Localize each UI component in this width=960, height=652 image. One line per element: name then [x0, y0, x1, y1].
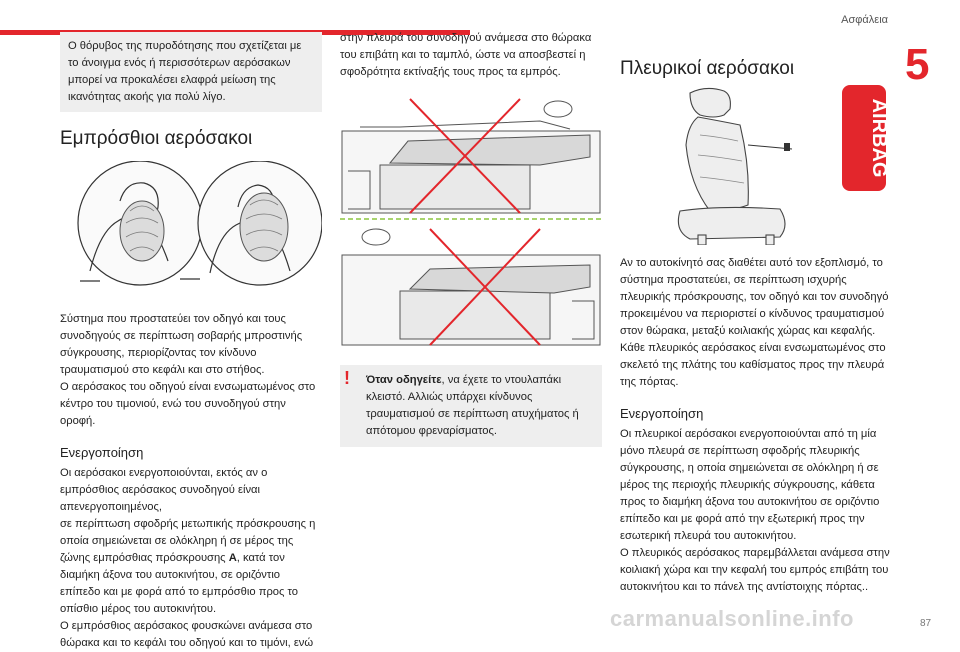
- activation-side-2: Ο πλευρικός αερόσακος παρεμβάλλεται ανάμ…: [620, 547, 890, 593]
- column-3: Πλευρικοί αερόσακοι AIRBAG Αν το αυτοκίν…: [620, 30, 890, 596]
- warning-text: Όταν οδηγείτε, να έχετε το ντουλαπάκι κλ…: [348, 372, 594, 440]
- seat-drawing: AIRBAG: [677, 85, 890, 246]
- zone-a-label: A: [228, 552, 237, 564]
- activation-front-3: Ο εμπρόσθιος αερόσακος φουσκώνει ανάμεσα…: [60, 620, 314, 649]
- dashboard-glovebox-drawing-2: [341, 228, 601, 346]
- activation-title-side: Ενεργοποίηση: [620, 406, 704, 421]
- airbag-label: AIRBAG: [868, 99, 890, 178]
- column-1: Ο θόρυβος της πυροδότησης που σχετίζεται…: [60, 30, 323, 652]
- col2-text-top: στην πλευρά του συνοδηγού ανάμεσα στο θώ…: [340, 32, 592, 78]
- warning-icon: !: [344, 368, 350, 388]
- front-airbag-illustration: [60, 160, 323, 297]
- front-airbags-title: Εμπρόσθιοι αερόσακοι: [60, 128, 253, 149]
- warning-strong: Όταν οδηγείτε: [366, 374, 442, 386]
- info-text: Ο θόρυβος της πυροδότησης που σχετίζεται…: [68, 40, 302, 103]
- side-airbags-title: Πλευρικοί αερόσακοι: [620, 58, 795, 79]
- activation-side-1: Οι πλευρικοί αερόσακοι ενεργοποιούνται α…: [620, 428, 880, 542]
- activation-front-2: σε περίπτωση σφοδρής μετωπικής πρόσκρουσ…: [60, 516, 322, 618]
- dashboard-glovebox-drawing-1: [340, 98, 602, 220]
- glovebox-open-illustration-1: [340, 91, 602, 221]
- chapter-number: 5: [905, 40, 930, 89]
- front-airbag-drawing: [77, 160, 323, 286]
- warning-box: ! Όταν οδηγείτε, να έχετε το ντουλαπάκι …: [340, 365, 602, 447]
- info-box: Ο θόρυβος της πυροδότησης που σχετίζεται…: [60, 32, 322, 112]
- warning-rest: , να έχετε το ντουλαπάκι κλειστό. Αλλιώς…: [366, 374, 579, 437]
- column-2: στην πλευρά του συνοδηγού ανάμεσα στο θώ…: [340, 30, 602, 447]
- activation-front-2b: , κατά τον διαμήκη άξονα του αυτοκινήτου…: [60, 552, 299, 615]
- section-title: Ασφάλεια: [841, 14, 888, 26]
- front-desc-1: Σύστημα που προστατεύει τον οδηγό και το…: [60, 313, 303, 376]
- glovebox-open-illustration-2: [340, 221, 602, 351]
- front-desc-2: Ο αερόσακος του οδηγού είναι ενσωματωμέν…: [60, 381, 316, 427]
- side-desc-2: Κάθε πλευρικός αερόσακος είναι ενσωματωμ…: [620, 342, 886, 388]
- watermark: carmanualsonline.info: [610, 606, 854, 631]
- activation-title-front: Ενεργοποίηση: [60, 445, 144, 460]
- side-desc-1: Αν το αυτοκίνητό σας διαθέτει αυτό τον ε…: [620, 257, 889, 337]
- activation-front-1: Οι αερόσακοι ενεργοποιούνται, εκτός αν ο…: [60, 467, 268, 513]
- side-airbag-illustration: AIRBAG: [620, 85, 890, 246]
- activation-front-2a: σε περίπτωση σφοδρής μετωπικής πρόσκρουσ…: [60, 518, 316, 564]
- page-number: 87: [920, 618, 932, 629]
